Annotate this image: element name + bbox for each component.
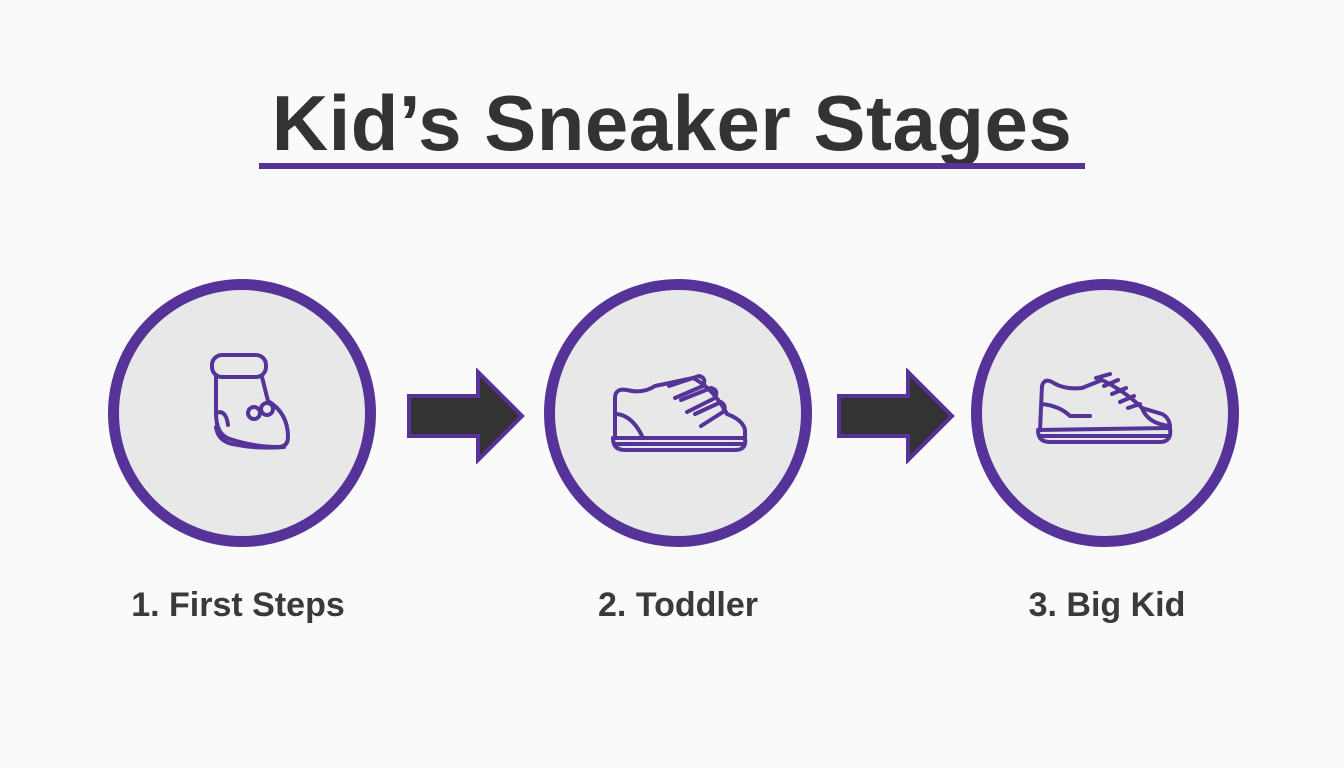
lace-sneaker-icon bbox=[1036, 372, 1173, 444]
stage-label-big-kid: 3. Big Kid bbox=[1028, 586, 1186, 624]
velcro-sneaker-icon bbox=[611, 374, 748, 452]
arrow-right-icon bbox=[407, 368, 525, 464]
stage-circle-big-kid bbox=[971, 279, 1239, 547]
stage-circle-toddler bbox=[544, 279, 812, 547]
stage-label-toddler: 2. Toddler bbox=[598, 586, 758, 624]
stage-label-first-steps: 1. First Steps bbox=[131, 586, 345, 624]
baby-bootie-icon bbox=[210, 353, 290, 450]
arrow-right-icon bbox=[837, 368, 955, 464]
stage-circle-first-steps bbox=[108, 279, 376, 547]
title-underline bbox=[259, 163, 1085, 169]
page-title: Kid’s Sneaker Stages bbox=[271, 79, 1073, 167]
